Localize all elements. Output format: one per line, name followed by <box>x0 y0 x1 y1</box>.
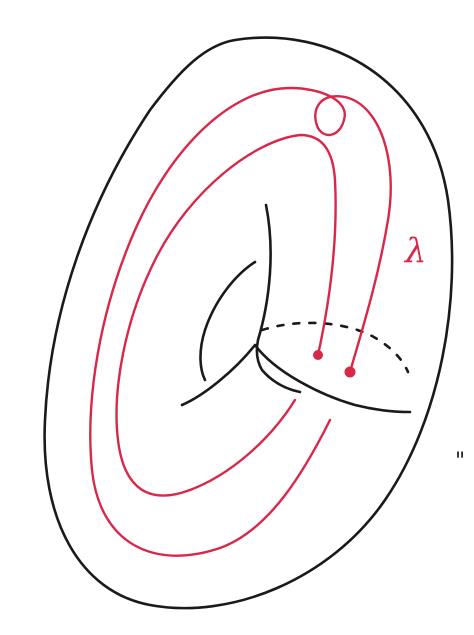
red-curve-inner-loop <box>117 135 336 496</box>
side-mark: " <box>455 449 465 474</box>
torus-hole-crossing-strand <box>257 205 300 392</box>
dotted-meridian <box>262 323 408 372</box>
curve-endpoint-dot <box>313 350 323 360</box>
curve-endpoint-dot <box>345 367 356 378</box>
torus-hole-upper-curve <box>200 262 255 380</box>
torus-hole-lower-curve <box>182 345 410 412</box>
lambda-label: λ <box>403 231 427 271</box>
torus-outer-outline <box>45 38 453 609</box>
